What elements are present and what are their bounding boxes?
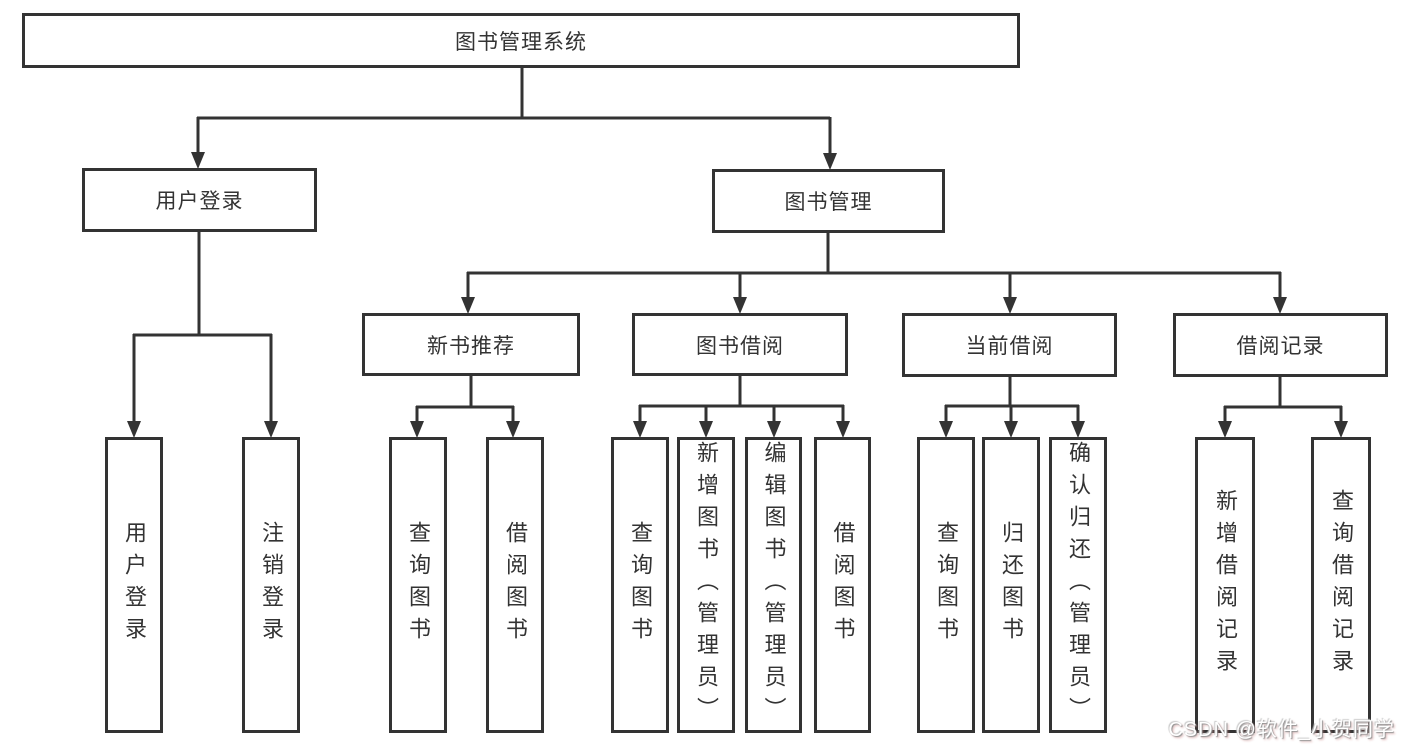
connector-root-to-level2 <box>196 68 832 154</box>
connector-bookmgmt-to-level3 <box>466 233 1282 298</box>
leaf-edit-books-admin: 编辑图书（管理员） <box>745 437 802 733</box>
leaf-logout: 注销登录 <box>242 437 300 733</box>
leaf-query-books-current: 查询图书 <box>917 437 975 733</box>
leaf-label: 编辑图书（管理员） <box>761 441 787 729</box>
node-label: 新书推荐 <box>427 334 515 358</box>
leaf-label: 借阅图书 <box>503 521 528 649</box>
node-current-borrowing: 当前借阅 <box>902 313 1117 377</box>
leaf-query-books-recommend: 查询图书 <box>389 437 447 733</box>
node-user-login-module: 用户登录 <box>82 168 317 232</box>
node-label: 当前借阅 <box>965 335 1054 358</box>
node-label: 图书管理 <box>784 191 873 214</box>
leaf-query-books-borrow: 查询图书 <box>611 437 669 733</box>
node-label: 图书借阅 <box>696 334 784 358</box>
connector-current-to-leaves <box>944 377 1080 422</box>
leaf-label: 查询图书 <box>406 521 431 649</box>
leaf-label: 查询借阅记录 <box>1329 489 1354 681</box>
leaf-label: 借阅图书 <box>830 521 856 649</box>
connector-userlogin-to-leaves <box>132 232 273 422</box>
node-borrowing-records: 借阅记录 <box>1173 313 1388 377</box>
leaf-borrow-books: 借阅图书 <box>814 437 871 733</box>
leaf-return-books: 归还图书 <box>982 437 1040 733</box>
leaf-label: 归还图书 <box>999 521 1024 649</box>
leaf-label: 新增借阅记录 <box>1213 489 1238 681</box>
node-label: 用户登录 <box>155 190 244 213</box>
leaf-label: 确认归还（管理员） <box>1066 441 1091 729</box>
leaf-query-borrow-record: 查询借阅记录 <box>1311 437 1371 733</box>
leaf-label: 查询图书 <box>934 521 959 649</box>
leaf-label: 查询图书 <box>628 521 653 649</box>
csdn-watermark: CSDN @软件_小贺同学 <box>1168 719 1395 741</box>
leaf-add-borrow-record: 新增借阅记录 <box>1195 437 1255 733</box>
connector-newbook-to-leaves <box>415 376 515 422</box>
node-library-management-system: 图书管理系统 <box>22 13 1020 68</box>
node-label: 借阅记录 <box>1236 335 1325 358</box>
node-book-borrowing: 图书借阅 <box>632 313 848 376</box>
leaf-label: 用户登录 <box>122 521 147 649</box>
node-book-management-module: 图书管理 <box>712 169 945 233</box>
node-new-book-recommendation: 新书推荐 <box>362 313 580 376</box>
connector-borrow-to-leaves <box>638 376 845 422</box>
leaf-borrow-books-recommend: 借阅图书 <box>486 437 544 733</box>
leaf-add-books-admin: 新增图书（管理员） <box>677 437 735 733</box>
leaf-label: 新增图书（管理员） <box>694 441 719 729</box>
leaf-user-login: 用户登录 <box>105 437 163 733</box>
leaf-confirm-return-admin: 确认归还（管理员） <box>1049 437 1107 733</box>
leaf-label: 注销登录 <box>259 521 284 649</box>
node-label: 图书管理系统 <box>455 30 587 54</box>
connector-records-to-leaves <box>1223 377 1343 422</box>
